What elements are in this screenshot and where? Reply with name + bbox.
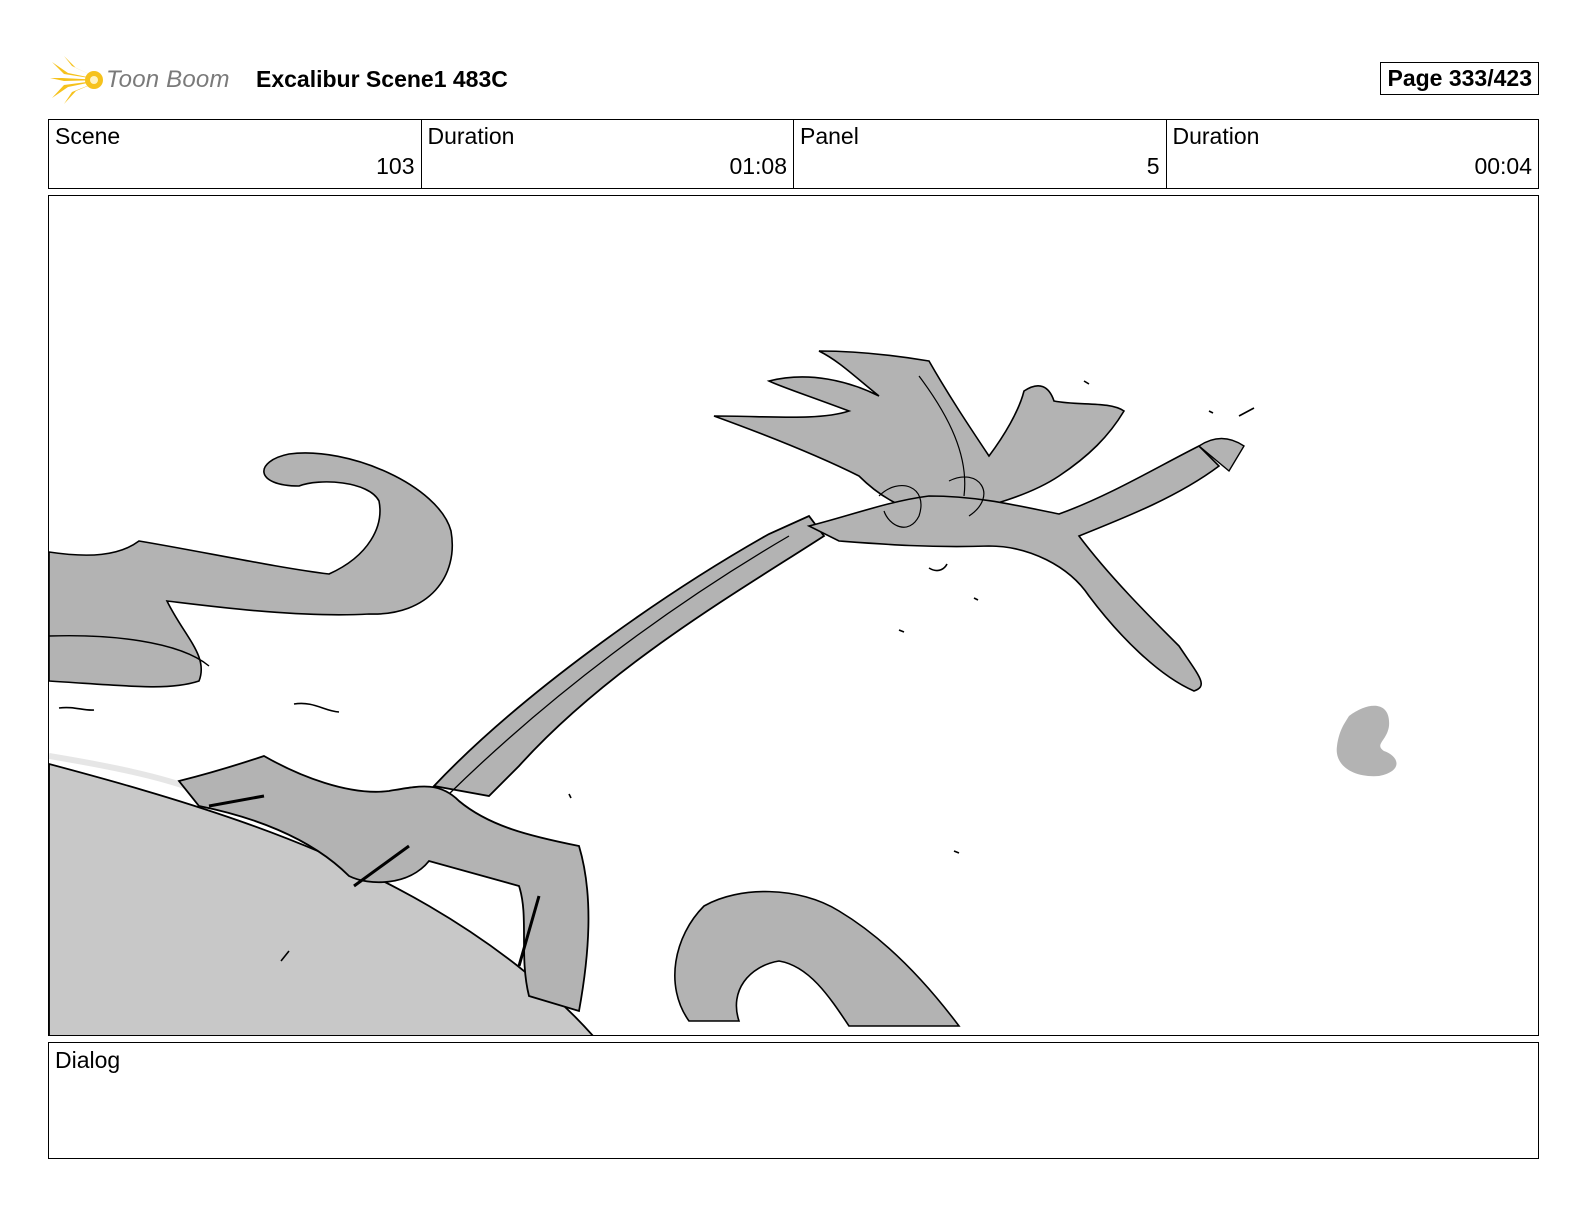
dialog-box: Dialog bbox=[48, 1042, 1539, 1159]
figure-arm-line bbox=[208, 794, 265, 808]
panel-duration-value: 00:04 bbox=[1474, 153, 1532, 179]
ground-figure-shape bbox=[177, 755, 590, 1013]
page-number: Page 333/423 bbox=[1380, 62, 1539, 95]
left-swoosh-inner bbox=[49, 635, 210, 667]
panel-value: 5 bbox=[1146, 153, 1160, 179]
flying-figure-hand bbox=[1197, 437, 1245, 473]
sketch-drawing bbox=[49, 350, 1397, 1035]
document-title: Excalibur Scene1 483C bbox=[256, 66, 508, 92]
storyboard-header: Toon Boom Excalibur Scene1 483C Page 333… bbox=[48, 52, 1539, 108]
scene-duration-label: Duration bbox=[427, 123, 515, 149]
toon-boom-logo: Toon Boom bbox=[50, 54, 250, 106]
storyboard-panel bbox=[48, 195, 1539, 1036]
flying-figure-body-shape bbox=[806, 445, 1221, 692]
motion-specks bbox=[58, 380, 1255, 962]
logo-text: Toon Boom bbox=[106, 66, 230, 93]
figure-leg-line-2 bbox=[353, 844, 410, 888]
scene-cell: Scene 103 bbox=[49, 120, 422, 188]
left-swoosh-shape bbox=[49, 452, 453, 688]
bottom-swirl-shape bbox=[674, 890, 961, 1027]
arm-line bbox=[448, 535, 790, 795]
figure-leg-line bbox=[517, 895, 541, 967]
scene-info-row: Scene 103 Duration 01:08 Panel 5 Duratio… bbox=[48, 119, 1539, 189]
scene-label: Scene bbox=[55, 123, 121, 149]
small-blob-shape bbox=[1336, 705, 1397, 777]
scene-duration-value: 01:08 bbox=[729, 153, 787, 179]
stretched-arm-shape bbox=[432, 514, 826, 797]
panel-duration-cell: Duration 00:04 bbox=[1167, 120, 1539, 188]
starburst-icon bbox=[50, 56, 103, 104]
scene-value: 103 bbox=[376, 153, 415, 179]
flying-figure-scribble bbox=[878, 375, 985, 528]
scene-duration-cell: Duration 01:08 bbox=[422, 120, 794, 188]
panel-label: Panel bbox=[800, 123, 859, 149]
dialog-label: Dialog bbox=[55, 1047, 121, 1073]
panel-duration-label: Duration bbox=[1172, 123, 1260, 149]
panel-cell: Panel 5 bbox=[794, 120, 1167, 188]
flying-figure-hair-shape bbox=[713, 350, 1126, 517]
